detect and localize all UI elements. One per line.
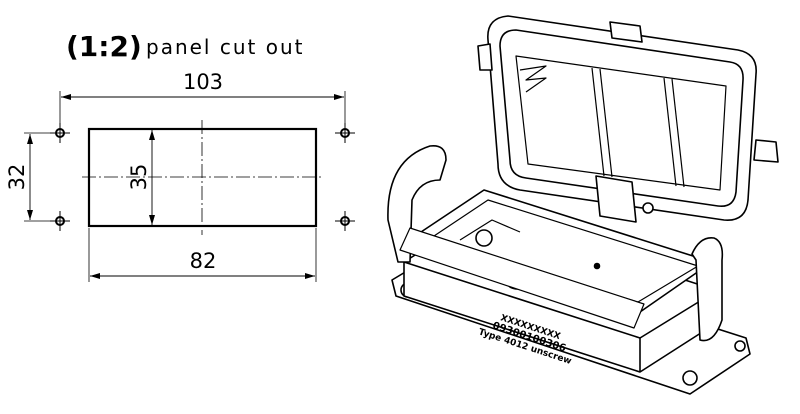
- cutout-rectangle: [87, 127, 318, 228]
- locking-lever-right[interactable]: [691, 237, 724, 342]
- base-hole-icon: [682, 370, 698, 386]
- scale-label: (1:2): [66, 30, 142, 63]
- panel-cutout-drawing: [24, 91, 355, 282]
- mounting-holes: [50, 123, 355, 231]
- housing-isometric-view: [387, 15, 779, 395]
- dimension-103-label: 103: [183, 70, 223, 94]
- hole-icon: [335, 211, 355, 231]
- dimension-82-label: 82: [190, 249, 217, 273]
- hinged-lid: [477, 15, 779, 223]
- hole-icon: [50, 123, 70, 143]
- dimension-35-label: 35: [127, 164, 151, 191]
- base-hole-icon: [734, 340, 746, 352]
- dimension-32-label: 32: [5, 164, 29, 191]
- title-caption: panel cut out: [146, 35, 304, 59]
- hole-icon: [335, 123, 355, 143]
- hole-icon: [50, 211, 70, 231]
- locking-lever-left[interactable]: [387, 144, 447, 263]
